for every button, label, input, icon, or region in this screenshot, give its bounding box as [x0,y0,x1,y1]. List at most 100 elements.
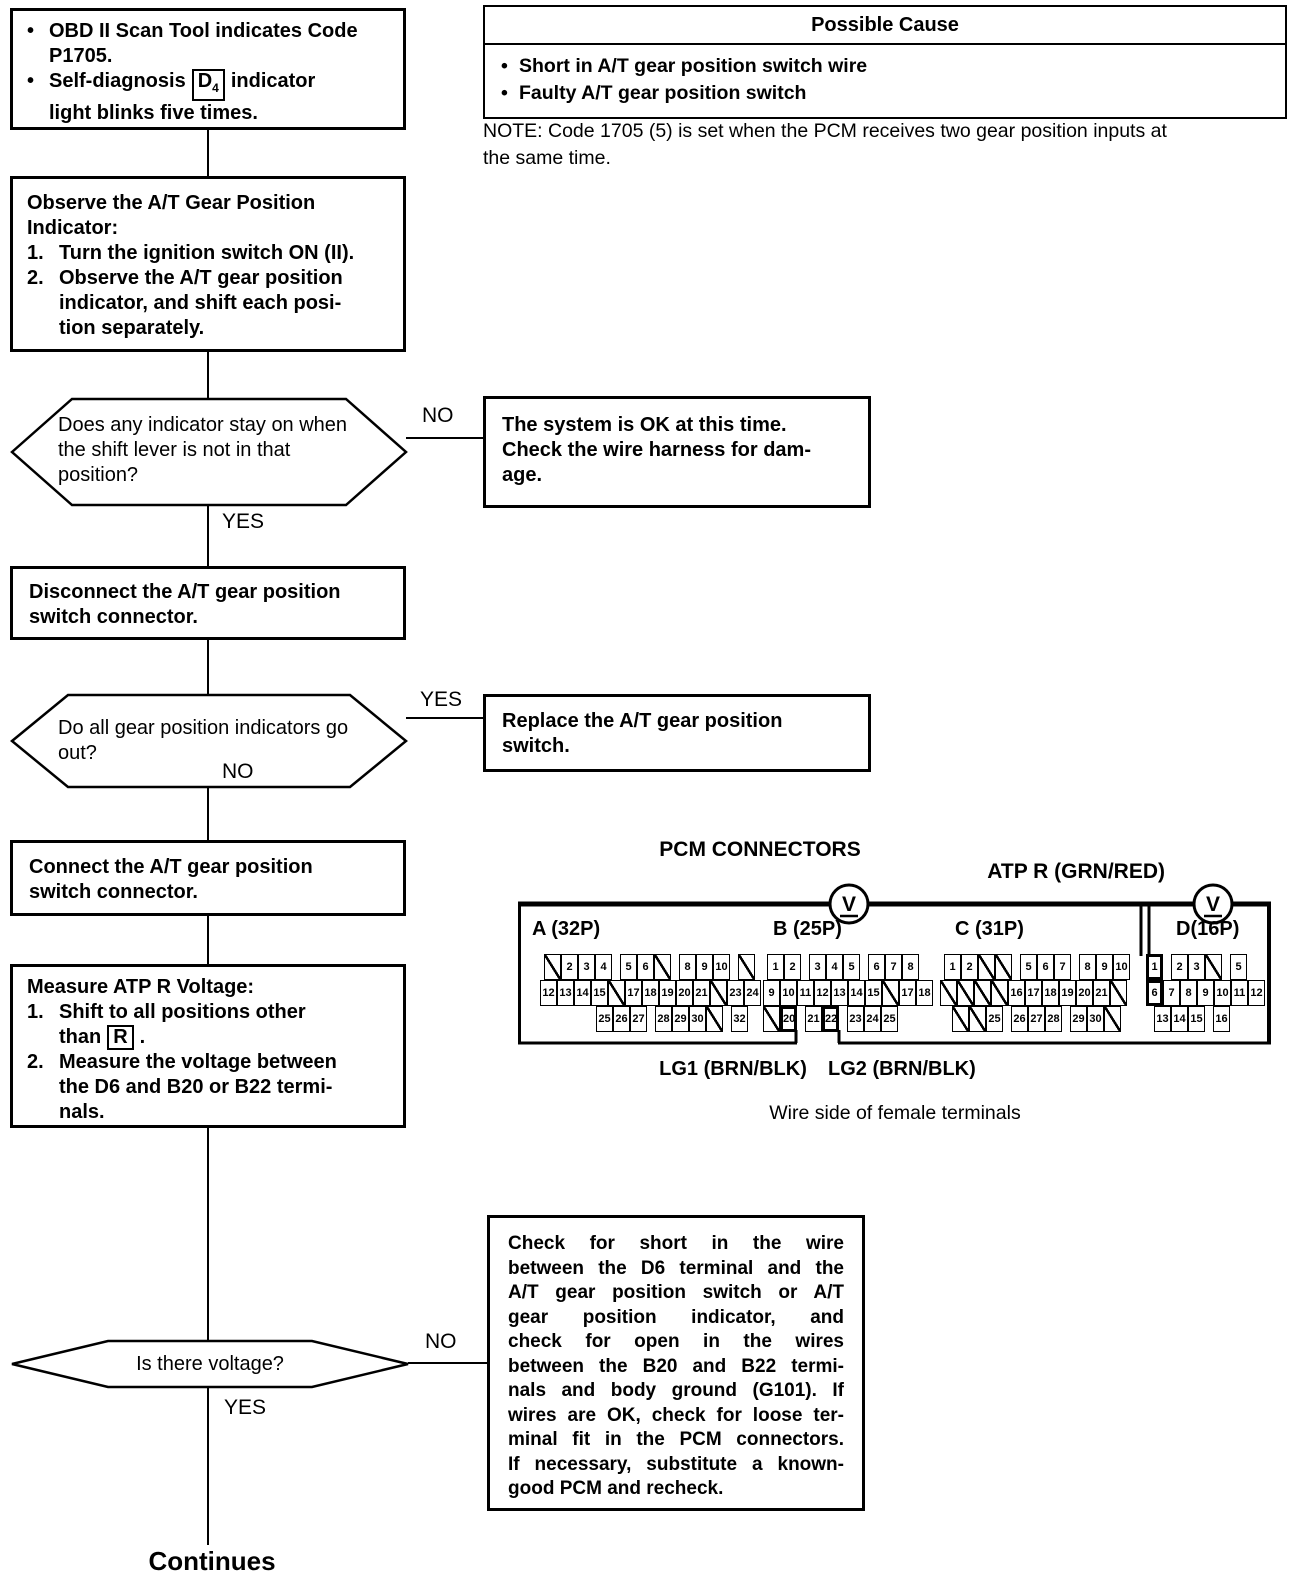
pin-8: 8 [1180,980,1197,1006]
check-line: wires are OK, check for loose ter- [508,1404,844,1426]
step-text-pre: Shift to all positions other than [59,1001,306,1048]
pin-2: 2 [1171,954,1188,980]
pcm-connectors-title: PCM CONNECTORS [659,838,861,861]
pin-24: 24 [744,980,761,1006]
label-no: NO [222,760,254,783]
pin-13: 13 [1154,1006,1171,1032]
pin-30: 30 [1087,1006,1104,1032]
pin-21: 21 [1093,980,1110,1006]
possible-cause-text: Faulty A/T gear position switch [519,82,807,104]
pin-3: 3 [578,954,595,980]
pin-17: 17 [899,980,916,1006]
check-wires-box: Check for short in the wire between the … [487,1215,865,1511]
pin-28: 28 [1045,1006,1062,1032]
connector-label: C (31P) [955,918,1024,940]
pin-3: 3 [1188,954,1205,980]
observe-indicator-box: Observe the A/T Gear Position Indicator:… [10,176,406,352]
note-text: NOTE: Code 1705 (5) is set when the PCM … [483,120,1167,169]
check-line: good PCM and recheck. [508,1478,724,1499]
atp-r-wire-label: ATP R (GRN/RED) [987,860,1165,883]
continues-label: Continues [148,1546,276,1576]
connector-label: D(16P) [1176,918,1240,940]
step-text: Turn the ignition switch ON (II). [59,242,355,264]
pin-20: 20 [780,1006,797,1032]
flow-line [207,914,209,966]
pin-5: 5 [620,954,637,980]
flow-line [207,788,209,842]
pin-24: 24 [864,1006,881,1032]
pin-30: 30 [689,1006,706,1032]
measure-voltage-box: Measure ATP R Voltage: 1. Shift to all p… [10,964,406,1128]
measure-step-2: 2. Measure the voltage between the D6 an… [27,1050,389,1125]
start-condition-box: • OBD II Scan Tool indicates Code P1705.… [10,8,406,130]
label-yes: YES [420,688,463,711]
voltmeter-icon: V [1192,883,1234,925]
pin-10: 10 [780,980,797,1006]
pin-25: 25 [986,1006,1003,1032]
pin-blank [738,954,755,980]
pin-4: 4 [595,954,612,980]
observe-step-1: 1. Turn the ignition switch ON (II). [27,241,389,266]
pin-blank [978,954,995,980]
pin-14: 14 [848,980,865,1006]
step-text: Observe the A/T gear position indicator,… [59,267,343,339]
flow-line [207,1126,209,1340]
decision-hex-is-there-voltage: Is there voltage? [10,1338,410,1390]
pin-25: 25 [596,1006,613,1032]
pin-18: 18 [1042,980,1059,1006]
pin-16: 16 [1008,980,1025,1006]
pin-15: 15 [865,980,882,1006]
voltmeter-label: V [842,893,856,916]
measure-title: Measure ATP R Voltage: [27,976,255,998]
check-line: Check for short in the wire [508,1233,844,1254]
hexagon-shape [11,1339,409,1389]
pin-2: 2 [561,954,578,980]
d4-indicator-key: D4 [191,69,225,101]
start-item-2-rest: indicator light blinks five times. [49,70,316,124]
possible-cause-header: Possible Cause [485,7,1285,45]
connect-connector-box: Connect the A/T gear position switch con… [10,840,406,916]
decision-question: Does any indicator stay on when the shif… [58,414,348,486]
d4-key-letter: D [197,70,213,92]
flow-line [207,1388,209,1545]
check-line: minal fit in the PCM connectors. [508,1429,844,1450]
start-item-1: OBD II Scan Tool indicates Code P1705. [49,20,358,67]
pin-blank [995,954,1012,980]
replace-switch-box: Replace the A/T gear position switch. [483,694,871,772]
step-text: Measure the voltage between the D6 and B… [59,1051,337,1123]
pin-20: 20 [676,980,693,1006]
pin-1: 1 [767,954,784,980]
pin-13: 13 [557,980,574,1006]
pin-9: 9 [1197,980,1214,1006]
pin-blank [957,980,974,1006]
pin-blank [1205,954,1222,980]
pin-26: 26 [1011,1006,1028,1032]
hexagon-shape [10,397,408,507]
pin-11: 11 [797,980,814,1006]
decision-hex-indicator-stay-on: Does any indicator stay on when the shif… [10,396,408,508]
pin-8: 8 [1079,954,1096,980]
check-line: between the D6 terminal and the [508,1257,844,1279]
bullet-dot: • [501,82,508,104]
pin-6: 6 [1146,980,1163,1006]
step-number: 2. [27,267,44,289]
pin-9: 9 [1096,954,1113,980]
pin-blank [608,980,625,1006]
connector-label: B (25P) [773,918,842,940]
pin-27: 27 [1028,1006,1045,1032]
pin-blank [969,1006,986,1032]
bullet-item: • OBD II Scan Tool indicates Code P1705. [25,19,391,69]
pin-blank [710,980,727,1006]
pin-8: 8 [902,954,919,980]
pin-10: 10 [1113,954,1130,980]
no-branch-line [406,437,483,439]
pin-6: 6 [868,954,885,980]
pin-8: 8 [679,954,696,980]
pin-27: 27 [630,1006,647,1032]
possible-cause-body: • Short in A/T gear position switch wire… [485,45,1285,117]
pin-21: 21 [693,980,710,1006]
pin-23: 23 [847,1006,864,1032]
flow-line [207,506,209,568]
